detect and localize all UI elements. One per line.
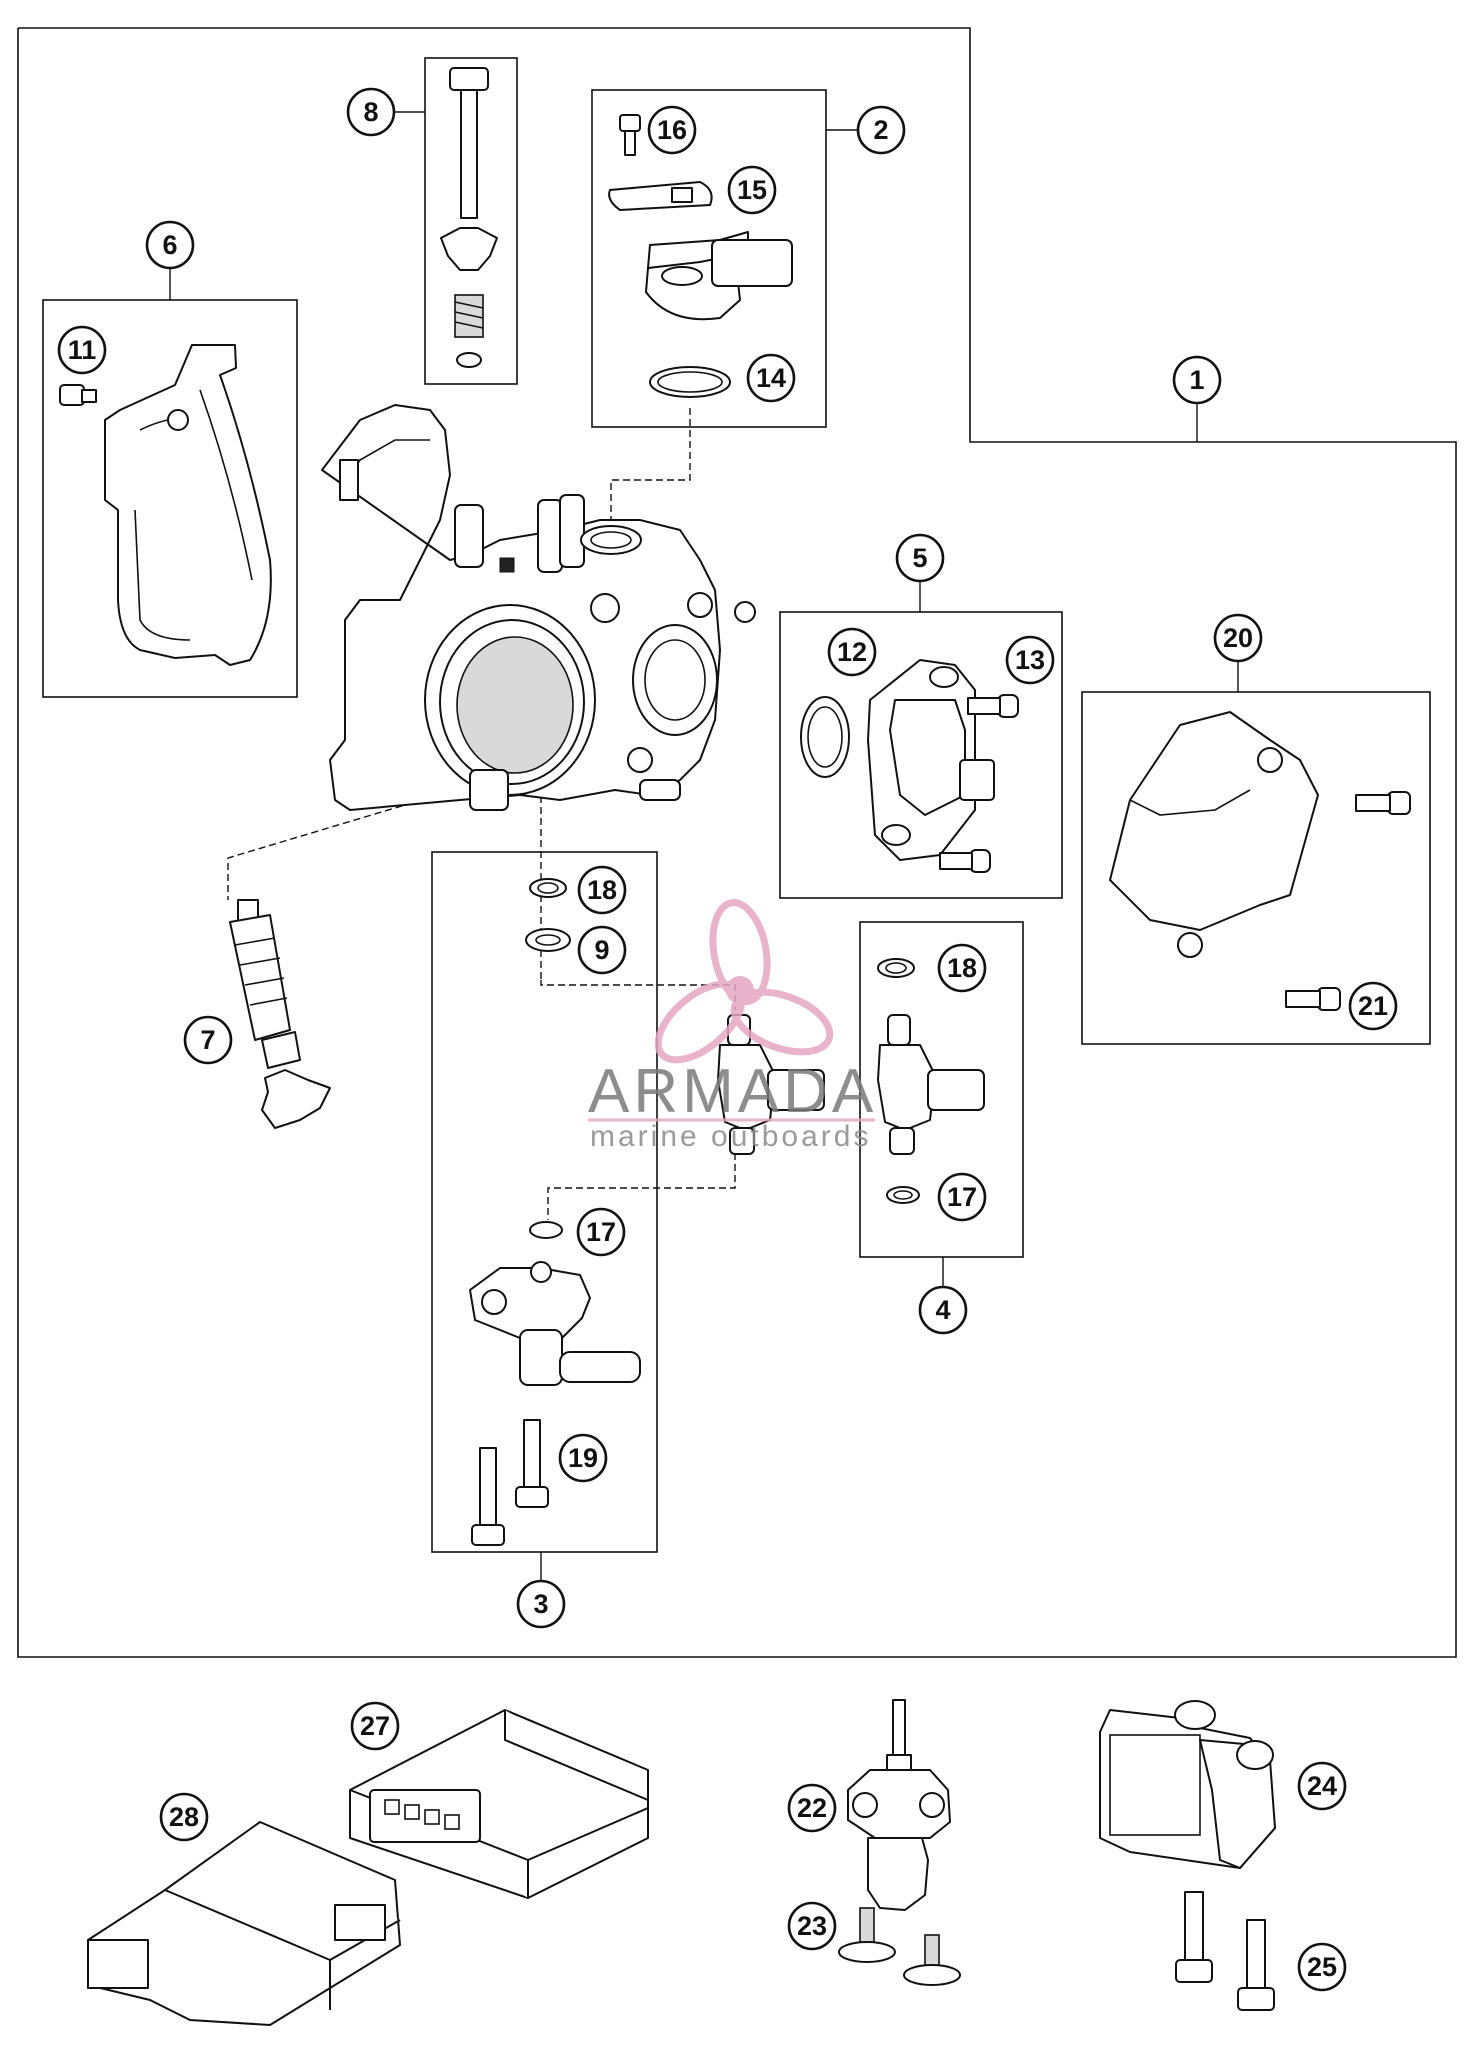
callout: 13 bbox=[1005, 635, 1055, 685]
callout: 17 bbox=[576, 1207, 626, 1257]
callout: 2 bbox=[856, 105, 906, 155]
callout: 6 bbox=[145, 220, 195, 270]
connector-bolts bbox=[1175, 1891, 1275, 2011]
callout: 15 bbox=[727, 165, 777, 215]
svg-text:11: 11 bbox=[68, 335, 97, 365]
svg-text:19: 19 bbox=[568, 1443, 598, 1473]
svg-text:9: 9 bbox=[594, 935, 609, 965]
svg-text:2: 2 bbox=[873, 115, 888, 145]
group-3-frame bbox=[431, 851, 658, 1553]
callout: 18 bbox=[937, 943, 987, 993]
propeller-icon bbox=[654, 899, 834, 1064]
callout: 17 bbox=[937, 1172, 987, 1222]
callout: 3 bbox=[516, 1579, 566, 1629]
callout: 7 bbox=[183, 1015, 233, 1065]
assembly-1-frame bbox=[17, 27, 1457, 1658]
callout: 14 bbox=[746, 353, 796, 403]
callout: 12 bbox=[827, 627, 877, 677]
svg-text:8: 8 bbox=[363, 97, 378, 127]
callout: 18 bbox=[577, 865, 627, 915]
engine-control-unit bbox=[349, 1709, 649, 1899]
svg-text:6: 6 bbox=[162, 230, 177, 260]
svg-text:16: 16 bbox=[657, 115, 687, 145]
svg-text:12: 12 bbox=[837, 637, 867, 667]
svg-text:18: 18 bbox=[587, 875, 617, 905]
svg-text:17: 17 bbox=[586, 1217, 616, 1247]
callout: 24 bbox=[1297, 1761, 1347, 1811]
idle-screw-assembly bbox=[440, 67, 498, 368]
group-4-frame bbox=[859, 921, 1024, 1258]
svg-text:14: 14 bbox=[756, 363, 786, 393]
ecu-housing bbox=[87, 1821, 401, 2026]
leader-lines bbox=[169, 111, 1239, 1582]
group-20-frame bbox=[1081, 691, 1431, 1045]
svg-text:17: 17 bbox=[947, 1182, 977, 1212]
callout: 23 bbox=[787, 1901, 837, 1951]
fuel-injector bbox=[877, 958, 985, 1204]
sensor-screws bbox=[838, 1907, 961, 1986]
svg-text:3: 3 bbox=[533, 1589, 548, 1619]
svg-text:5: 5 bbox=[912, 543, 927, 573]
svg-text:4: 4 bbox=[935, 1295, 950, 1325]
svg-text:15: 15 bbox=[737, 175, 767, 205]
tps-module bbox=[800, 659, 1019, 873]
group-5-frame bbox=[779, 611, 1063, 899]
svg-text:23: 23 bbox=[797, 1911, 827, 1941]
svg-text:1: 1 bbox=[1189, 365, 1204, 395]
svg-text:25: 25 bbox=[1307, 1952, 1337, 1982]
sensor-connector bbox=[1099, 1700, 1276, 1869]
svg-text:22: 22 bbox=[797, 1793, 827, 1823]
callout: 27 bbox=[350, 1701, 400, 1751]
group-8-frame bbox=[424, 57, 518, 385]
tps-cover bbox=[1109, 711, 1411, 1011]
callout: 1 bbox=[1172, 355, 1222, 405]
svg-text:27: 27 bbox=[360, 1711, 390, 1741]
svg-text:18: 18 bbox=[947, 953, 977, 983]
callout: 9 bbox=[577, 925, 627, 975]
callout: 5 bbox=[895, 533, 945, 583]
svg-text:28: 28 bbox=[169, 1802, 199, 1832]
watermark-tagline: marine outboards bbox=[590, 1120, 871, 1153]
callout: 8 bbox=[346, 87, 396, 137]
map-sensor bbox=[847, 1699, 951, 1911]
svg-text:24: 24 bbox=[1307, 1771, 1337, 1801]
callout: 22 bbox=[787, 1783, 837, 1833]
fuel-rail-group bbox=[469, 878, 641, 1546]
throttle-cover bbox=[59, 344, 272, 666]
svg-text:7: 7 bbox=[200, 1025, 215, 1055]
callout: 21 bbox=[1348, 981, 1398, 1031]
armada-watermark: ARMADA marine outboards bbox=[588, 899, 877, 1153]
temperature-sensor bbox=[229, 899, 331, 1129]
svg-text:13: 13 bbox=[1015, 645, 1045, 675]
callout: 25 bbox=[1297, 1942, 1347, 1992]
callout: 28 bbox=[159, 1792, 209, 1842]
callout: 4 bbox=[918, 1285, 968, 1335]
callout: 20 bbox=[1213, 613, 1263, 663]
callout: 16 bbox=[647, 105, 697, 155]
callout: 19 bbox=[558, 1433, 608, 1483]
group-2-frame bbox=[591, 89, 827, 428]
watermark-brand: ARMADA bbox=[588, 1057, 877, 1126]
svg-text:20: 20 bbox=[1223, 623, 1253, 653]
throttle-position-sensor-group bbox=[608, 114, 793, 398]
throttle-body bbox=[321, 404, 756, 811]
svg-text:21: 21 bbox=[1358, 991, 1388, 1021]
callout: 11 bbox=[57, 325, 107, 375]
